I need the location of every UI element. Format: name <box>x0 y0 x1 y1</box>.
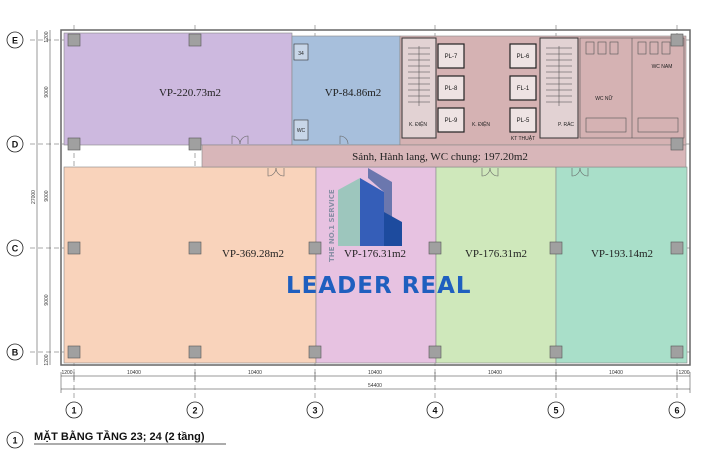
label-vp-84: VP-84.86m2 <box>325 87 382 99</box>
dim-left-5: 1200 <box>44 354 50 365</box>
dim-bottom-5: 10400 <box>488 370 502 376</box>
leader-real-logo: THE NO.1 SERVICE LEADER REAL <box>286 168 472 299</box>
doors <box>231 135 589 177</box>
label-vp-176a: VP-176.31m2 <box>344 248 406 260</box>
wc-area <box>579 37 685 139</box>
label-wc-nam: WC NAM <box>652 64 673 70</box>
dim-bottom-total: 54400 <box>368 383 382 389</box>
label-pl8: PL-8 <box>445 86 458 92</box>
grid-col-4: 4 <box>432 406 437 416</box>
label-p-rac: P. RÁC <box>558 121 574 128</box>
hallway[interactable] <box>201 144 687 168</box>
label-wc-nu: WC NỮ <box>595 95 613 102</box>
label-pl7: PL-7 <box>445 54 458 60</box>
dim-left-3: 9000 <box>44 190 50 201</box>
grid-row-e: E <box>12 36 18 46</box>
logo-brand-name: LEADER REAL <box>286 273 472 299</box>
grid-col-6: 6 <box>674 406 679 416</box>
grid-col-markers: 1 2 3 4 5 6 <box>65 401 686 419</box>
title-number: 1 <box>12 436 17 446</box>
dim-left-4: 9000 <box>44 294 50 305</box>
dim-left-total: 27000 <box>31 190 37 204</box>
room-vp-176b[interactable] <box>435 166 557 364</box>
title-text: MẶT BẰNG TẦNG 23; 24 (2 tầng) <box>34 430 205 443</box>
label-vp-176b: VP-176.31m2 <box>465 248 527 260</box>
left-dimensions: 1200 9000 9000 9000 1200 27000 <box>31 30 51 366</box>
stair-core-right <box>539 37 579 139</box>
label-wc-small: WC <box>297 128 306 134</box>
dim-left-1: 1200 <box>44 31 50 42</box>
bottom-dimensions: 1200 10400 10400 10400 10400 10400 1200 … <box>60 370 691 393</box>
dim-bottom-6: 10400 <box>609 370 623 376</box>
dim-bottom-4: 10400 <box>368 370 382 376</box>
label-vp-369: VP-369.28m2 <box>222 248 284 260</box>
room-vp-220[interactable] <box>63 32 293 146</box>
lift-bank-right <box>509 43 537 133</box>
vp84-service-box <box>293 43 309 141</box>
grid-row-d: D <box>12 140 19 150</box>
label-fl1: FL-1 <box>517 86 530 92</box>
stair-core-left <box>401 37 437 139</box>
label-vp-193: VP-193.14m2 <box>591 248 653 260</box>
label-k-dien-1: K. ĐIỆN <box>409 120 427 128</box>
grid-row-markers: E D C B <box>6 31 24 361</box>
dim-bottom-3: 10400 <box>248 370 262 376</box>
columns <box>67 33 684 359</box>
label-pl6: PL-6 <box>517 54 530 60</box>
room-vp-193[interactable] <box>555 166 688 364</box>
grid-col-2: 2 <box>192 406 197 416</box>
label-hallway: Sảnh, Hành lang, WC chung: 197.20m2 <box>352 151 528 163</box>
building-outline <box>60 29 691 366</box>
grid-col-1: 1 <box>71 406 76 416</box>
dim-bottom-1: 1200 <box>61 370 72 376</box>
dim-bottom-2: 10400 <box>127 370 141 376</box>
label-pl9: PL-9 <box>445 118 458 124</box>
label-kt-thuat: KT THUẬT <box>511 135 535 142</box>
logo-tagline: THE NO.1 SERVICE <box>328 189 336 262</box>
dim-left-2: 9000 <box>44 86 50 97</box>
label-34: 34 <box>298 51 304 57</box>
grid-col-3: 3 <box>312 406 317 416</box>
room-vp-369[interactable] <box>63 166 317 364</box>
plan-title: 1 MẶT BẰNG TẦNG 23; 24 (2 tầng) <box>6 430 226 449</box>
label-k-dien-2: K. ĐIỆN <box>472 120 490 128</box>
dim-bottom-7: 1200 <box>678 370 689 376</box>
grid-row-b: B <box>12 348 19 358</box>
label-pl5: PL-5 <box>517 118 530 124</box>
grid-row-c: C <box>12 244 19 254</box>
lift-bank-left <box>437 43 465 133</box>
label-vp-220: VP-220.73m2 <box>159 87 221 99</box>
grid-col-5: 5 <box>553 406 558 416</box>
